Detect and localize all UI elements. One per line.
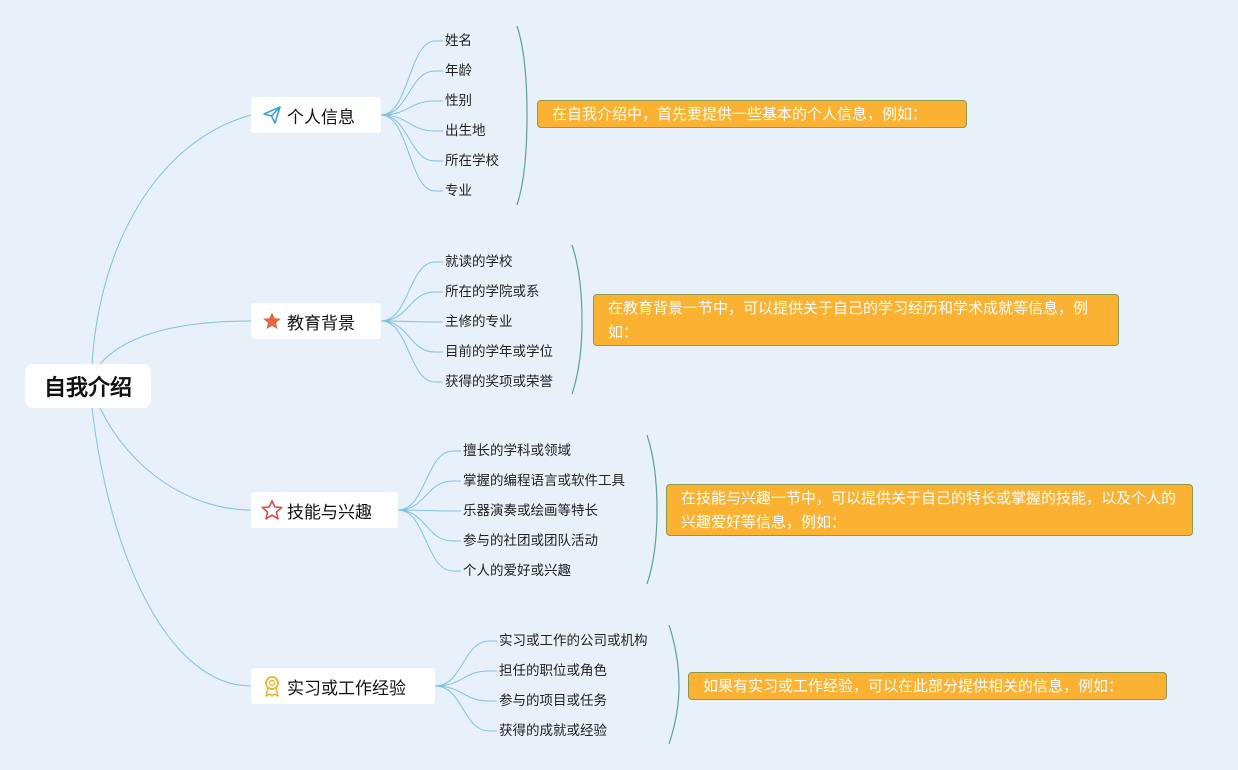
leaf-connector — [397, 509, 461, 542]
leaf-connector — [434, 670, 497, 687]
leaf-connector — [380, 114, 443, 162]
leaf-item[interactable]: 出生地 — [445, 123, 486, 139]
leaf-connector — [380, 114, 443, 132]
branch-label: 技能与兴趣 — [287, 502, 372, 523]
leaf-connector — [380, 261, 443, 322]
leaf-connector — [380, 320, 443, 323]
leaf-item[interactable]: 获得的奖项或荣誉 — [445, 374, 553, 390]
award-ribbon-icon — [261, 675, 283, 697]
leaf-connector — [397, 450, 461, 511]
leaf-connector — [380, 114, 443, 192]
leaf-connector — [380, 320, 443, 353]
leaf-item[interactable]: 主修的专业 — [445, 314, 513, 330]
branch-label: 教育背景 — [287, 313, 355, 334]
leaf-item[interactable]: 个人的爱好或兴趣 — [463, 563, 571, 579]
leaf-connector — [397, 480, 461, 511]
leaf-item[interactable]: 专业 — [445, 183, 472, 199]
leaf-item[interactable]: 就读的学校 — [445, 254, 513, 270]
leaf-connector — [397, 509, 461, 572]
leaf-item[interactable]: 性别 — [445, 93, 472, 109]
root-connector — [99, 320, 252, 365]
summary-note[interactable]: 在自我介绍中，首先要提供一些基本的个人信息，例如： — [537, 100, 967, 128]
leaf-item[interactable]: 姓名 — [445, 33, 472, 49]
leaf-item[interactable]: 年龄 — [445, 63, 472, 79]
leaf-item[interactable]: 实习或工作的公司或机构 — [499, 633, 648, 649]
summary-note[interactable]: 在技能与兴趣一节中，可以提供关于自己的特长或掌握的技能，以及个人的兴趣爱好等信息… — [666, 484, 1193, 536]
paper-plane-icon — [261, 104, 283, 126]
leaf-item[interactable]: 获得的成就或经验 — [499, 723, 607, 739]
summary-bracket — [646, 434, 658, 585]
leaf-connector — [434, 640, 497, 687]
star-filled-icon — [261, 310, 283, 332]
root-topic[interactable]: 自我介绍 — [25, 364, 151, 408]
leaf-item[interactable]: 目前的学年或学位 — [445, 344, 553, 360]
branch-education[interactable]: 教育背景 — [251, 303, 381, 339]
leaf-connector — [380, 70, 443, 116]
branch-label: 实习或工作经验 — [287, 678, 406, 699]
leaf-connector — [380, 320, 443, 383]
branch-skills-interests[interactable]: 技能与兴趣 — [251, 492, 398, 528]
leaf-item[interactable]: 担任的职位或角色 — [499, 663, 607, 679]
branch-work-experience[interactable]: 实习或工作经验 — [251, 668, 435, 704]
star-outline-icon — [261, 499, 283, 521]
leaf-item[interactable]: 所在的学院或系 — [445, 284, 540, 300]
leaf-item[interactable]: 掌握的编程语言或软件工具 — [463, 473, 625, 489]
leaf-item[interactable]: 参与的社团或团队活动 — [463, 533, 598, 549]
leaf-item[interactable]: 所在学校 — [445, 153, 499, 169]
root-connector — [99, 407, 252, 511]
leaf-connector — [397, 509, 461, 512]
leaf-item[interactable]: 参与的项目或任务 — [499, 693, 607, 709]
leaf-item[interactable]: 乐器演奏或绘画等特长 — [463, 503, 598, 519]
summary-bracket — [571, 244, 583, 395]
leaf-connector — [380, 100, 443, 116]
leaf-connector — [380, 40, 443, 116]
leaf-connector — [434, 685, 497, 702]
summary-note[interactable]: 在教育背景一节中，可以提供关于自己的学习经历和学术成就等信息，例如： — [593, 294, 1119, 346]
summary-bracket — [516, 25, 528, 206]
root-connector — [91, 407, 252, 687]
root-connector — [91, 114, 252, 365]
summary-note[interactable]: 如果有实习或工作经验，可以在此部分提供相关的信息，例如： — [688, 672, 1167, 700]
leaf-connector — [380, 291, 443, 322]
leaf-connector — [434, 685, 497, 732]
branch-label: 个人信息 — [287, 107, 355, 128]
branch-personal-info[interactable]: 个人信息 — [251, 97, 381, 133]
leaf-item[interactable]: 擅长的学科或领域 — [463, 443, 571, 459]
summary-bracket — [668, 624, 680, 745]
